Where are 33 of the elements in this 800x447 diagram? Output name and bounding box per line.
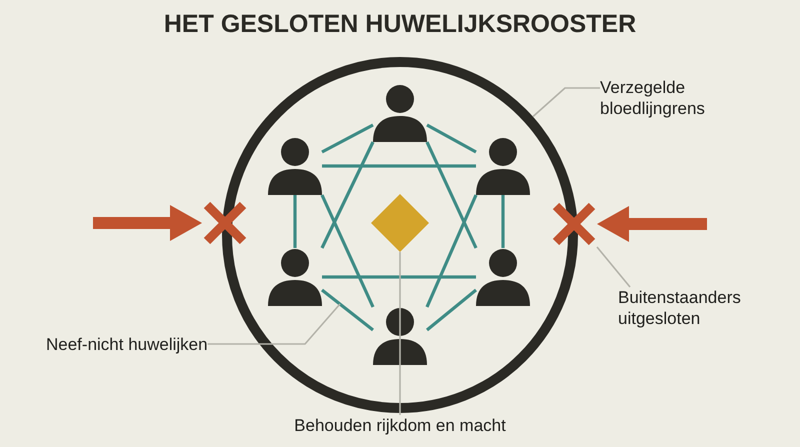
- person-icon: [268, 248, 322, 306]
- connector-line: [320, 194, 374, 308]
- connector-line: [320, 141, 374, 249]
- cross-icon: [551, 201, 597, 247]
- connector-line: [501, 195, 505, 248]
- connector-line: [322, 164, 476, 168]
- person-icon: [476, 248, 530, 306]
- connector-line: [293, 195, 297, 248]
- callout-label: Verzegelde bloedlijngrens: [600, 77, 725, 119]
- connector-line: [321, 288, 374, 332]
- person-icon: [476, 137, 530, 195]
- leader-line: [399, 252, 401, 415]
- connector-line: [322, 275, 476, 279]
- callout-label: Neef-nicht huwelijken: [46, 334, 208, 355]
- boundary-circle: [222, 57, 578, 413]
- callout-label: Behouden rijkdom en macht: [294, 415, 506, 436]
- connector-line: [321, 124, 374, 154]
- connector-line: [426, 194, 478, 308]
- arrow: [597, 206, 707, 242]
- arrow: [93, 205, 202, 241]
- connector-line: [426, 288, 478, 332]
- person-icon: [373, 84, 427, 142]
- diagram-title: HET GESLOTEN HUWELIJKSROOSTER: [164, 9, 636, 39]
- person-icon: [268, 137, 322, 195]
- leader-line: [208, 303, 341, 345]
- diamond-icon: [371, 194, 429, 252]
- connector-line: [426, 124, 477, 154]
- callout-label: Buitenstaanders uitgesloten: [618, 287, 763, 329]
- leader-line: [596, 246, 631, 288]
- person-icon: [373, 307, 427, 365]
- leader-line: [532, 87, 600, 118]
- cross-icon: [202, 200, 248, 246]
- connector-line: [426, 141, 478, 249]
